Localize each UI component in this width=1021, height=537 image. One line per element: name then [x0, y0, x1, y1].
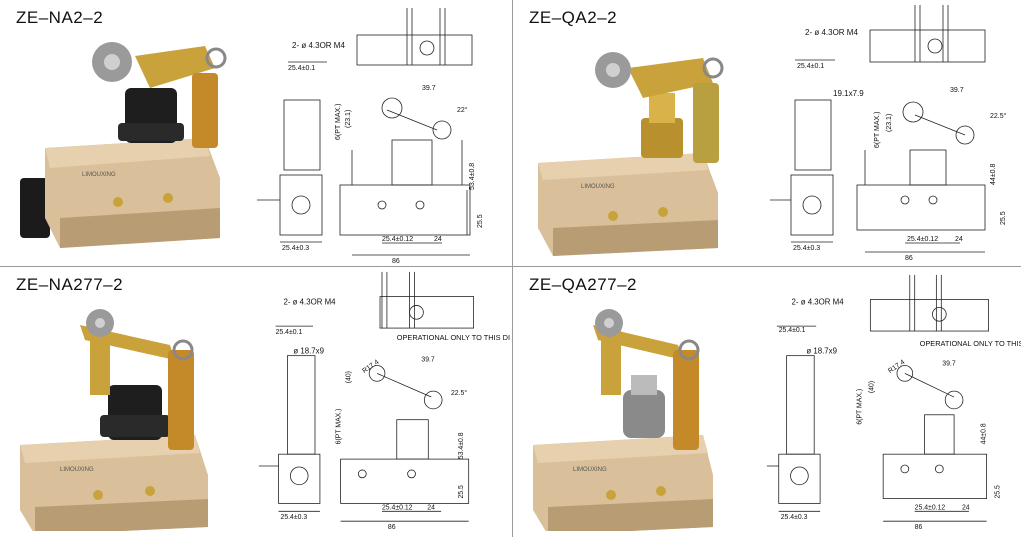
- divider-vertical: [512, 0, 513, 537]
- dim-top: 25.4±0.1: [797, 63, 824, 70]
- product-photo: LIMOUXING: [533, 309, 713, 531]
- dim-bot2: 24: [962, 504, 970, 511]
- dim-bot2: 24: [434, 236, 442, 243]
- dim-op: 44±0.8: [981, 423, 988, 444]
- dim-bot2: 24: [427, 504, 435, 511]
- dim-radius: R17.4: [361, 359, 380, 375]
- panel-ze-na2-2: ZE–NA2–2 LIMOUXING: [0, 0, 510, 266]
- panel-ze-qa277-2: ZE–QA277–2 LIMOUXING: [513, 267, 1021, 537]
- dim-free: (40): [868, 381, 875, 393]
- product-photo: LIMOUXING: [20, 309, 208, 531]
- dim-angle: 22°: [457, 106, 468, 114]
- dim-free: (23.1): [345, 110, 352, 128]
- hole-spec: 2- ø 4.3OR M4: [805, 28, 858, 37]
- dim-total: 86: [388, 524, 396, 531]
- dim-op: 44±0.8: [990, 164, 997, 185]
- dim-pt: 6(PT MAX.): [856, 389, 863, 425]
- dim-top: 25.4±0.1: [288, 65, 315, 72]
- technical-drawing: 2- ø 4.3OR M4 25.4±0.1 39.7 22° 6(PT MAX…: [257, 8, 484, 265]
- dim-pt: 6(PT MAX.): [874, 112, 881, 148]
- panel-title: ZE–NA277–2: [16, 275, 124, 294]
- dim-free: (40): [345, 371, 352, 383]
- dim-op: 53.4±0.8: [469, 163, 476, 190]
- dim-total: 86: [392, 258, 400, 265]
- dim-body: 25.5: [994, 485, 1001, 499]
- operational-note: OPERATIONAL ONLY TO THIS DIRECTION: [397, 333, 510, 342]
- dim-arm: 39.7: [950, 87, 964, 94]
- dim-angle: 22.5°: [990, 112, 1007, 120]
- dim-angle: 22.5°: [451, 389, 467, 397]
- roller-spec: ø 18.7x9: [806, 347, 837, 356]
- dim-op: 53.4±0.8: [458, 432, 465, 459]
- panel-ze-qa2-2: ZE–QA2–2 LIMOUXING: [513, 0, 1021, 266]
- dim-bot1: 25.4±0.12: [382, 236, 413, 243]
- dim-arm: 39.7: [942, 361, 956, 368]
- technical-drawing: 2- ø 4.3OR M4 25.4±0.1 ø 18.7x9 OPERATIO…: [258, 271, 510, 531]
- dim-bot1: 25.4±0.12: [907, 236, 938, 243]
- dim-side: 25.4±0.3: [781, 514, 808, 521]
- dim-free: (23.1): [886, 114, 893, 132]
- dim-arm: 39.7: [421, 357, 435, 364]
- panel-title: ZE–QA2–2: [529, 8, 618, 27]
- product-photo: LIMOUXING: [538, 52, 724, 256]
- hole-spec: 2- ø 4.3OR M4: [792, 297, 845, 306]
- dim-total: 86: [915, 524, 923, 531]
- dim-bot1: 25.4±0.12: [915, 504, 946, 511]
- svg-text:LIMOUXING: LIMOUXING: [60, 467, 94, 473]
- product-photo: LIMOUXING: [20, 42, 227, 248]
- dim-pt: 6(PT MAX.): [335, 104, 342, 140]
- hole-spec: 2- ø 4.3OR M4: [292, 41, 345, 50]
- dim-top: 25.4±0.1: [276, 329, 303, 336]
- dim-body: 25.5: [1000, 211, 1007, 225]
- operational-note: OPERATIONAL ONLY TO THIS DIRECTION: [920, 339, 1021, 348]
- roller-spec: ø 18.7x9: [293, 347, 324, 356]
- hole-spec: 2- ø 4.3OR M4: [283, 297, 336, 306]
- panel-title: ZE–QA277–2: [529, 275, 638, 294]
- dim-bot2: 24: [955, 236, 963, 243]
- svg-text:LIMOUXING: LIMOUXING: [82, 172, 116, 178]
- divider-horizontal: [0, 266, 1021, 267]
- dim-top: 25.4±0.1: [779, 327, 806, 334]
- dim-body: 25.5: [477, 214, 484, 228]
- dim-total: 86: [905, 255, 913, 262]
- dim-side: 25.4±0.3: [793, 245, 820, 252]
- dim-arm: 39.7: [422, 85, 436, 92]
- panel-title: ZE–NA2–2: [16, 8, 104, 27]
- dim-side: 25.4±0.3: [281, 514, 308, 521]
- dim-body: 25.5: [458, 485, 465, 499]
- roller-spec: 19.1x7.9: [833, 89, 864, 98]
- technical-drawing: 2- ø 4.3OR M4 25.4±0.1 19.1x7.9 39.7 22.…: [770, 5, 1007, 262]
- dim-bot1: 25.4±0.12: [382, 504, 413, 511]
- dim-pt: 6(PT MAX.): [336, 409, 343, 445]
- svg-text:LIMOUXING: LIMOUXING: [573, 467, 607, 473]
- technical-drawing: 2- ø 4.3OR M4 25.4±0.1 ø 18.7x9 OPERATIO…: [766, 274, 1021, 531]
- dim-side: 25.4±0.3: [282, 245, 309, 252]
- panel-ze-na277-2: ZE–NA277–2 LIMOUXING: [0, 267, 510, 537]
- svg-text:LIMOUXING: LIMOUXING: [581, 184, 615, 190]
